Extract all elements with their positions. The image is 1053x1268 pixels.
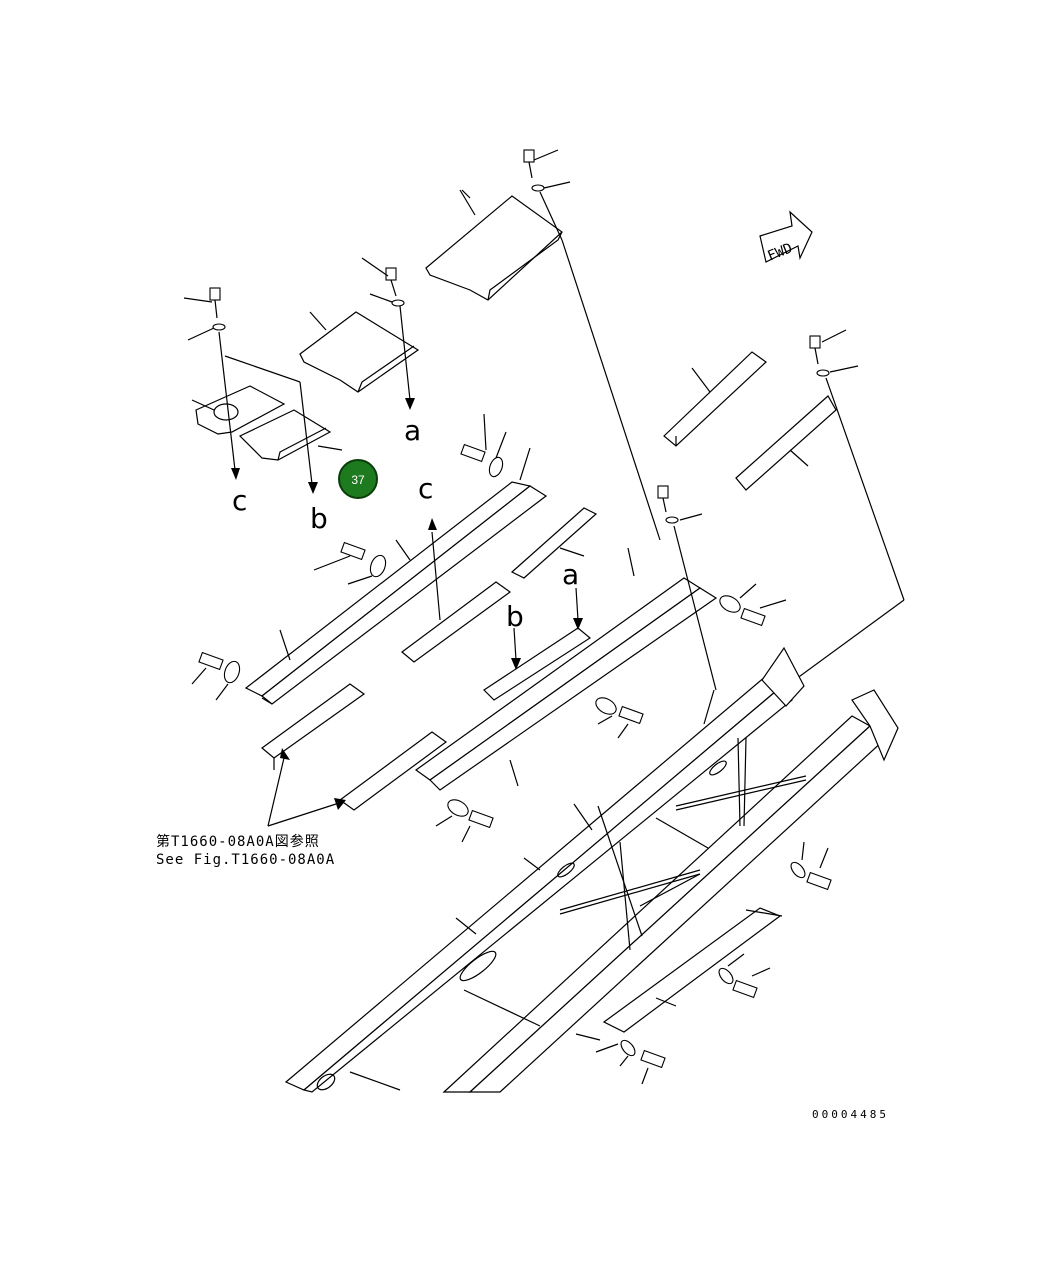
bolt-middle xyxy=(361,257,415,410)
bolt-rail-4 xyxy=(719,583,787,627)
second-long-rail xyxy=(414,547,718,791)
chassis-frame xyxy=(284,646,899,1093)
letter-b-center: b xyxy=(506,600,524,633)
bolt-rail-5 xyxy=(595,697,644,739)
bolt-center xyxy=(657,485,717,691)
lower-rail-bracket xyxy=(338,731,448,811)
bolt-rail-2 xyxy=(313,541,387,585)
bolt-top xyxy=(523,149,661,541)
bolt-chassis-3 xyxy=(595,1039,666,1085)
middle-cover-plate xyxy=(299,311,420,393)
letter-a-center: a xyxy=(562,558,579,591)
lower-left-bracket xyxy=(261,683,366,770)
second-rail-bracket xyxy=(483,587,592,701)
letter-a-top: a xyxy=(404,414,421,447)
document-number: 00004485 xyxy=(812,1108,889,1121)
callout-37-label: 37 xyxy=(351,473,365,487)
bolt-rail-3 xyxy=(191,651,241,701)
reference-note-en: See Fig.T1660-08A0A xyxy=(156,852,335,868)
left-plate-with-hole xyxy=(191,385,286,435)
bolt-chassis-1 xyxy=(790,841,832,891)
bolt-right xyxy=(739,329,905,721)
right-lower-bracket xyxy=(735,395,837,491)
bolt-rail-6 xyxy=(435,799,494,843)
fwd-arrow: FWD xyxy=(759,210,813,265)
mid-rail-piece xyxy=(401,518,512,663)
letter-c-center: c xyxy=(418,472,433,505)
bolt-left xyxy=(183,287,318,494)
left-plate xyxy=(238,409,343,461)
letter-b-left: b xyxy=(310,502,328,535)
upper-long-rail xyxy=(244,447,548,705)
upper-rail-bracket xyxy=(510,507,598,579)
bolt-chassis-2 xyxy=(718,953,771,999)
letter-c-left: c xyxy=(232,484,247,517)
callout-37[interactable]: 37 xyxy=(338,459,378,499)
bolt-rail-1 xyxy=(460,413,507,478)
reference-note-jp: 第T1660-08A0A図参照 xyxy=(156,833,320,850)
top-cover-plate xyxy=(425,189,563,301)
reference-arrows xyxy=(267,748,346,827)
right-upper-bracket xyxy=(663,351,767,447)
